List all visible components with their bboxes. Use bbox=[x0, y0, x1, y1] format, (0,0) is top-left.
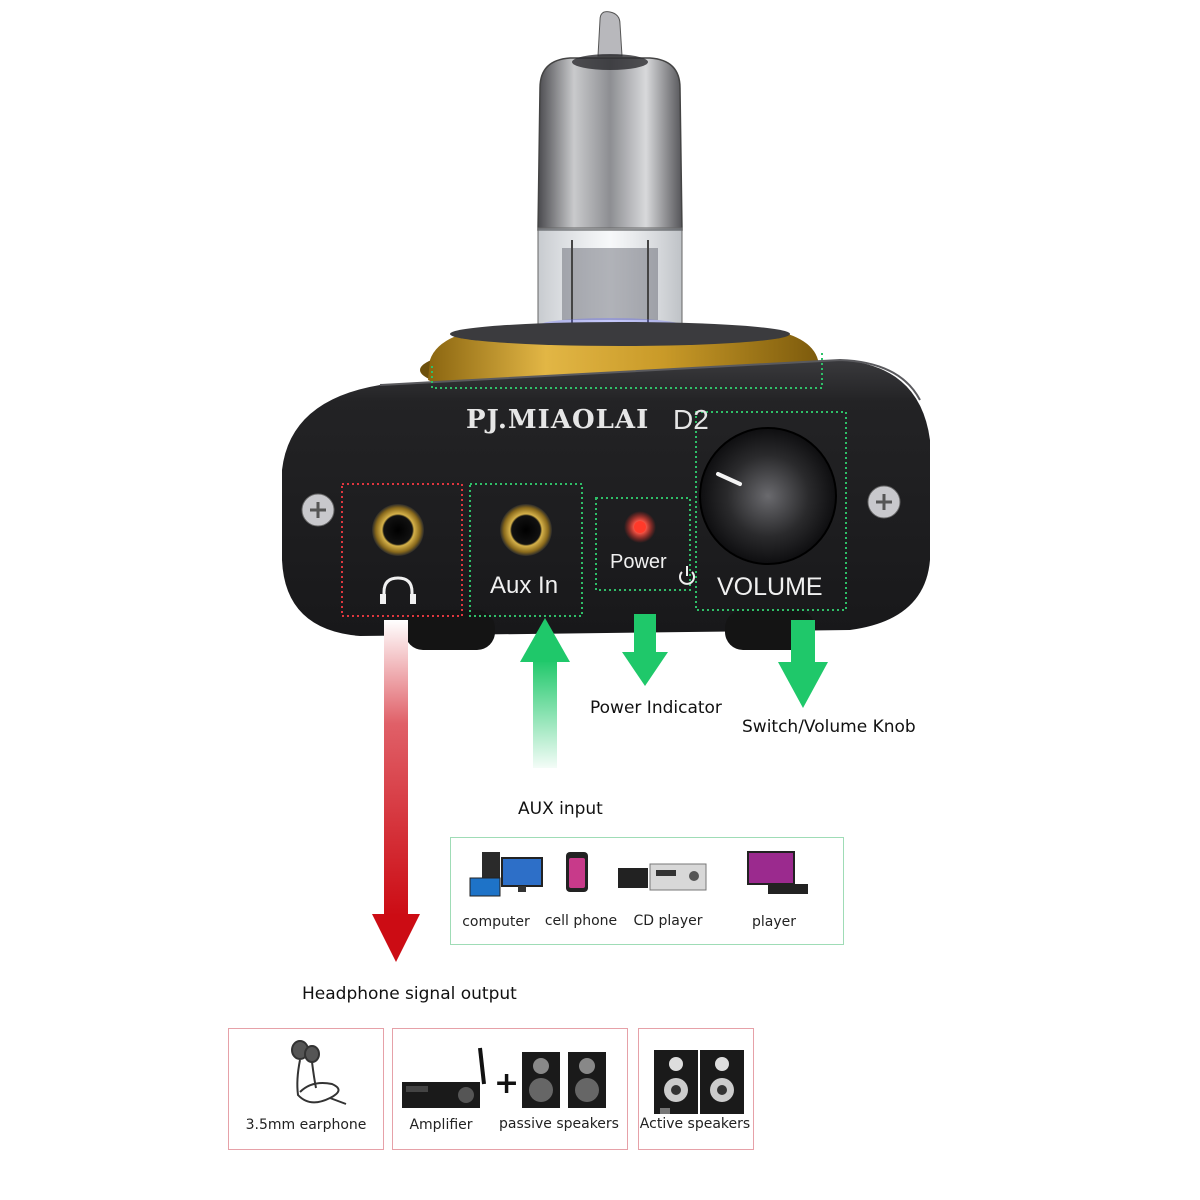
plus-sign: + bbox=[494, 1066, 520, 1101]
power-arrow bbox=[622, 614, 668, 686]
aux-source-cell-phone: cell phone bbox=[544, 913, 618, 929]
cell-phone-icon bbox=[566, 852, 588, 892]
headphone-icon bbox=[380, 576, 416, 604]
amplifier-icon bbox=[402, 1047, 486, 1108]
passive-speaker-icon-left bbox=[522, 1052, 560, 1108]
tv-player-icon bbox=[747, 851, 808, 894]
volume-highlight-box bbox=[695, 411, 847, 611]
headphone-jack[interactable] bbox=[372, 504, 424, 556]
power-label: Power bbox=[610, 551, 667, 573]
power-symbol-icon bbox=[679, 566, 695, 585]
volume-knob[interactable] bbox=[699, 427, 837, 565]
tube-highlight-outline bbox=[431, 352, 823, 389]
headphone-highlight-box bbox=[341, 483, 463, 617]
aux-jack[interactable] bbox=[500, 504, 552, 556]
brand-name: PJ.MIAOLAI bbox=[466, 405, 650, 435]
model-name: D2 bbox=[673, 404, 709, 435]
output-active-panel bbox=[638, 1028, 754, 1150]
screw-left bbox=[301, 493, 335, 527]
screw-right bbox=[867, 485, 901, 519]
active-speakers-icon bbox=[654, 1050, 744, 1114]
output-active-label: Active speakers bbox=[639, 1116, 751, 1132]
volume-knob-callout: Switch/Volume Knob bbox=[742, 717, 916, 737]
headphone-output-callout: Headphone signal output bbox=[302, 984, 517, 1004]
computer-icon bbox=[469, 852, 543, 897]
vacuum-tube bbox=[537, 11, 683, 334]
volume-arrow bbox=[778, 620, 828, 708]
output-amplifier-panel bbox=[392, 1028, 628, 1150]
aux-sources-panel bbox=[450, 837, 844, 945]
volume-knob-indicator bbox=[716, 472, 742, 486]
aux-source-computer: computer bbox=[462, 914, 530, 930]
cd-player-icon bbox=[618, 863, 707, 891]
aux-in-label: Aux In bbox=[490, 572, 559, 599]
output-passive-label: passive speakers bbox=[499, 1116, 619, 1132]
power-highlight-box bbox=[595, 497, 691, 591]
aux-input-callout: AUX input bbox=[518, 799, 603, 819]
aux-highlight-box bbox=[469, 483, 583, 617]
output-earphone-panel bbox=[228, 1028, 384, 1150]
earphone-icon bbox=[291, 1040, 347, 1105]
passive-speaker-icon-right bbox=[568, 1052, 606, 1108]
power-led bbox=[634, 521, 646, 533]
power-indicator-callout: Power Indicator bbox=[590, 698, 722, 718]
volume-label: VOLUME bbox=[717, 573, 823, 601]
aux-source-player: player bbox=[751, 914, 796, 930]
headphone-arrow bbox=[372, 620, 420, 962]
aux-source-cd-player: CD player bbox=[633, 913, 703, 929]
output-amplifier-label: Amplifier bbox=[409, 1117, 473, 1133]
output-earphone-label: 3.5mm earphone bbox=[245, 1117, 367, 1133]
aux-arrow bbox=[520, 618, 570, 768]
